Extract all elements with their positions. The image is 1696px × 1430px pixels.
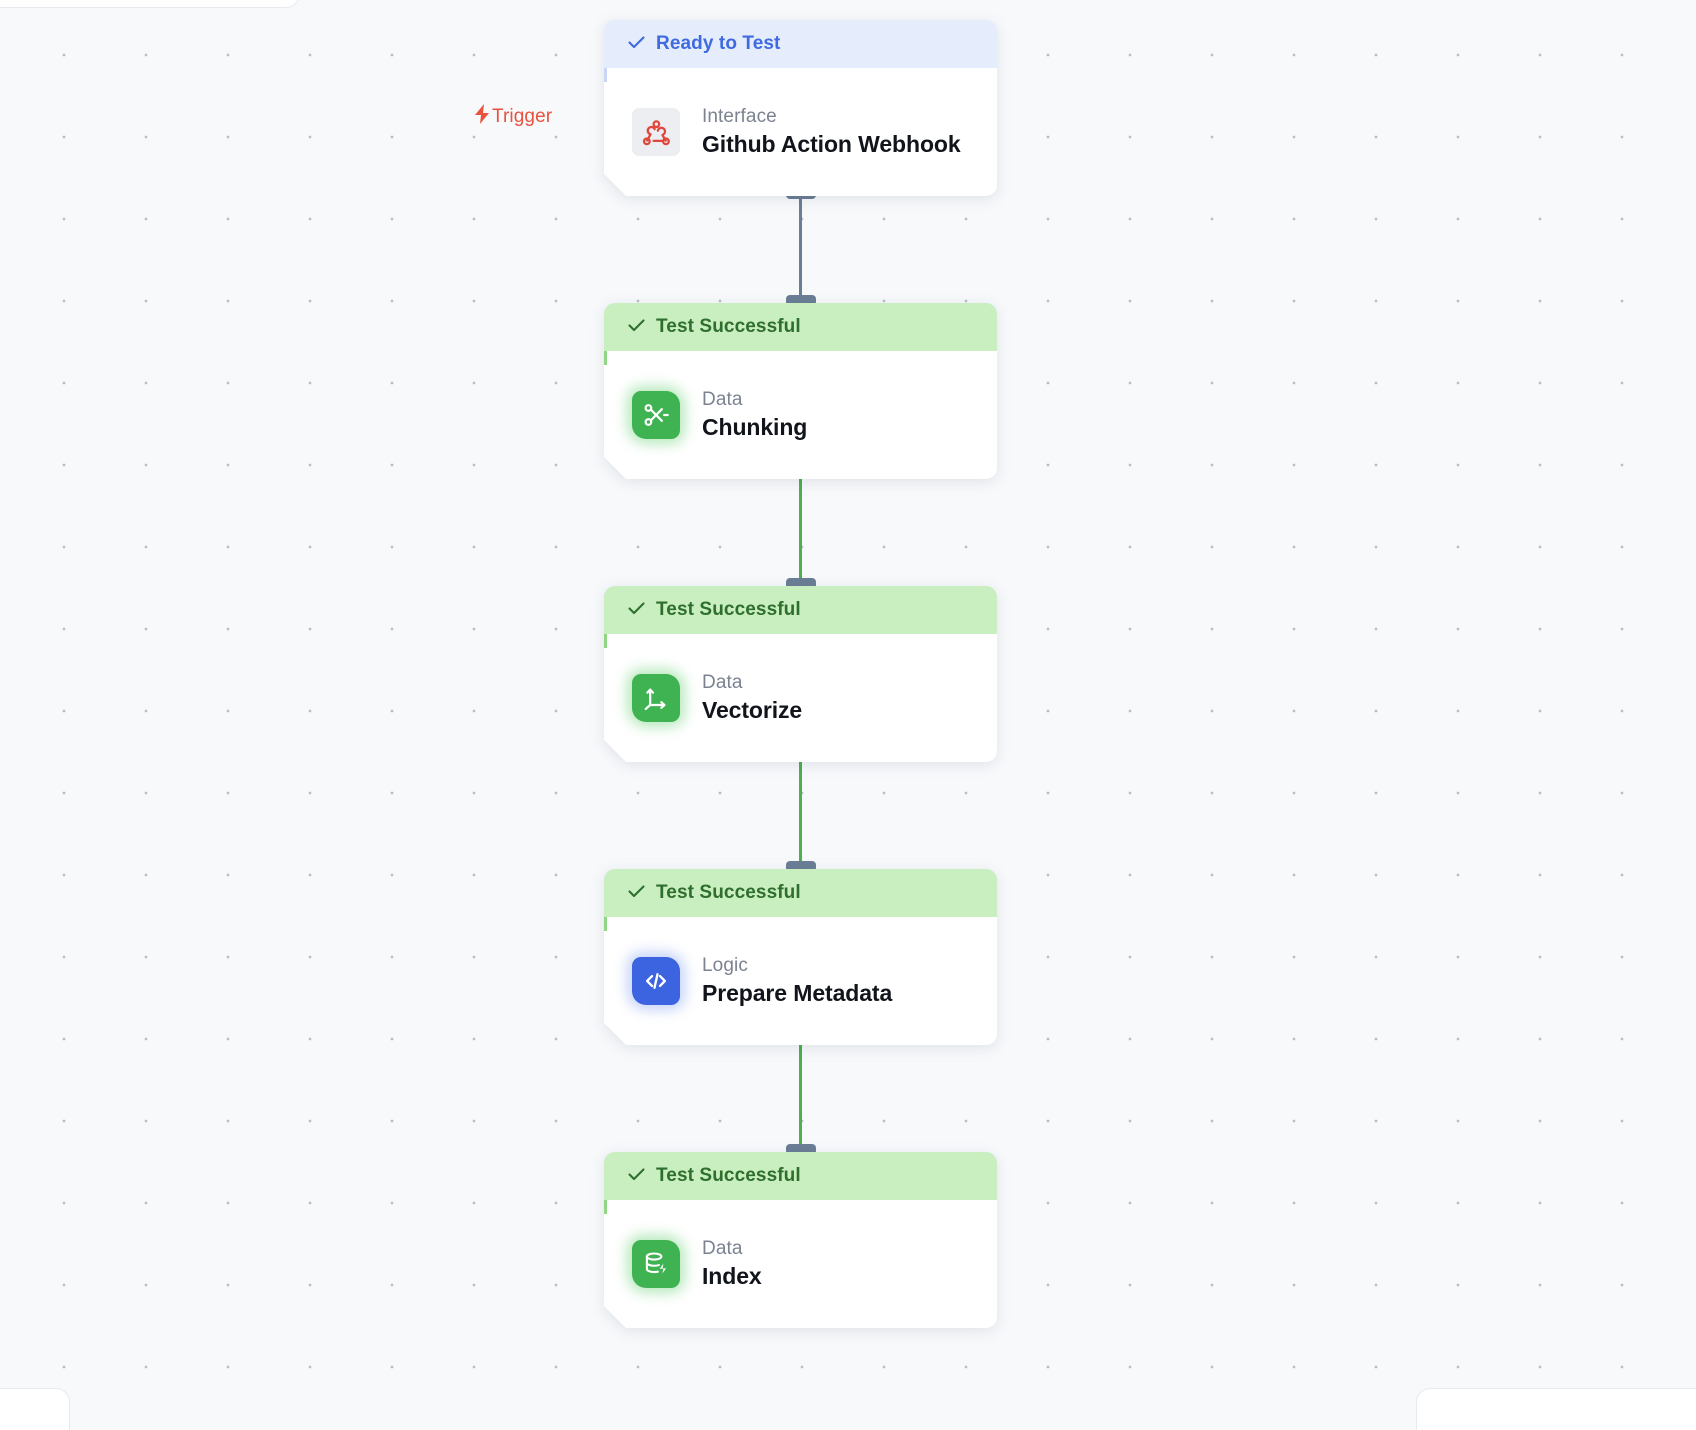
node-title-label: Index — [702, 1263, 762, 1289]
database-bolt-icon — [632, 1240, 680, 1288]
trigger-label: Trigger — [492, 106, 553, 127]
connector-handle-index-in[interactable] — [786, 1144, 816, 1155]
axes-3d-icon — [632, 674, 680, 722]
connector-handle-metadata-in[interactable] — [786, 861, 816, 872]
edge-metadata-to-index — [799, 1036, 802, 1152]
node-github-action-webhook[interactable]: Ready to Test Interface Github Action We… — [604, 20, 997, 196]
edge-webhook-to-chunking — [799, 192, 802, 302]
node-text: Data Index — [702, 1238, 762, 1290]
node-status-banner: Test Successful — [604, 303, 997, 351]
node-title-label: Prepare Metadata — [702, 980, 893, 1006]
node-status-banner: Test Successful — [604, 1152, 997, 1200]
node-text: Interface Github Action Webhook — [702, 106, 961, 158]
node-prepare-metadata[interactable]: Test Successful Logic Prepare Metadata — [604, 869, 997, 1045]
code-brackets-icon — [632, 957, 680, 1005]
node-body[interactable]: Data Chunking — [604, 351, 997, 479]
node-body[interactable]: Data Vectorize — [604, 634, 997, 762]
node-kind-label: Data — [702, 389, 743, 410]
edge-vectorize-to-metadata — [799, 754, 802, 868]
check-icon — [628, 316, 645, 338]
node-body[interactable]: Logic Prepare Metadata — [604, 917, 997, 1045]
node-body[interactable]: Interface Github Action Webhook — [604, 68, 997, 196]
node-text: Data Chunking — [702, 389, 807, 441]
node-title-label: Github Action Webhook — [702, 131, 961, 157]
scissors-icon — [632, 391, 680, 439]
lightning-bolt-icon — [474, 104, 490, 130]
node-vectorize[interactable]: Test Successful Data Vectorize — [604, 586, 997, 762]
node-text: Logic Prepare Metadata — [702, 955, 892, 1007]
node-status-label: Test Successful — [656, 599, 801, 620]
panel-top-left — [0, 0, 300, 8]
edge-chunking-to-vectorize — [799, 470, 802, 585]
node-status-banner: Ready to Test — [604, 20, 997, 68]
node-text: Data Vectorize — [702, 672, 802, 724]
node-title-label: Chunking — [702, 414, 808, 440]
node-title-label: Vectorize — [702, 697, 803, 723]
node-body[interactable]: Data Index — [604, 1200, 997, 1328]
node-kind-label: Data — [702, 672, 743, 693]
node-status-label: Test Successful — [656, 1165, 801, 1186]
node-status-label: Test Successful — [656, 882, 801, 903]
node-kind-label: Logic — [702, 955, 748, 976]
node-index[interactable]: Test Successful Data Index — [604, 1152, 997, 1328]
panel-bottom-left — [0, 1388, 70, 1430]
node-status-label: Test Successful — [656, 316, 801, 337]
node-kind-label: Data — [702, 1238, 743, 1259]
check-icon — [628, 882, 645, 904]
connector-handle-vectorize-in[interactable] — [786, 578, 816, 589]
node-status-banner: Test Successful — [604, 869, 997, 917]
node-status-banner: Test Successful — [604, 586, 997, 634]
check-icon — [628, 33, 645, 55]
check-icon — [628, 1165, 645, 1187]
check-icon — [628, 599, 645, 621]
node-status-label: Ready to Test — [656, 33, 781, 54]
node-kind-label: Interface — [702, 106, 777, 127]
connector-handle-chunking-in[interactable] — [786, 295, 816, 306]
panel-bottom-right — [1416, 1388, 1696, 1430]
webhook-icon — [632, 108, 680, 156]
node-chunking[interactable]: Test Successful Data Chunking — [604, 303, 997, 479]
trigger-badge: Trigger — [474, 104, 552, 130]
